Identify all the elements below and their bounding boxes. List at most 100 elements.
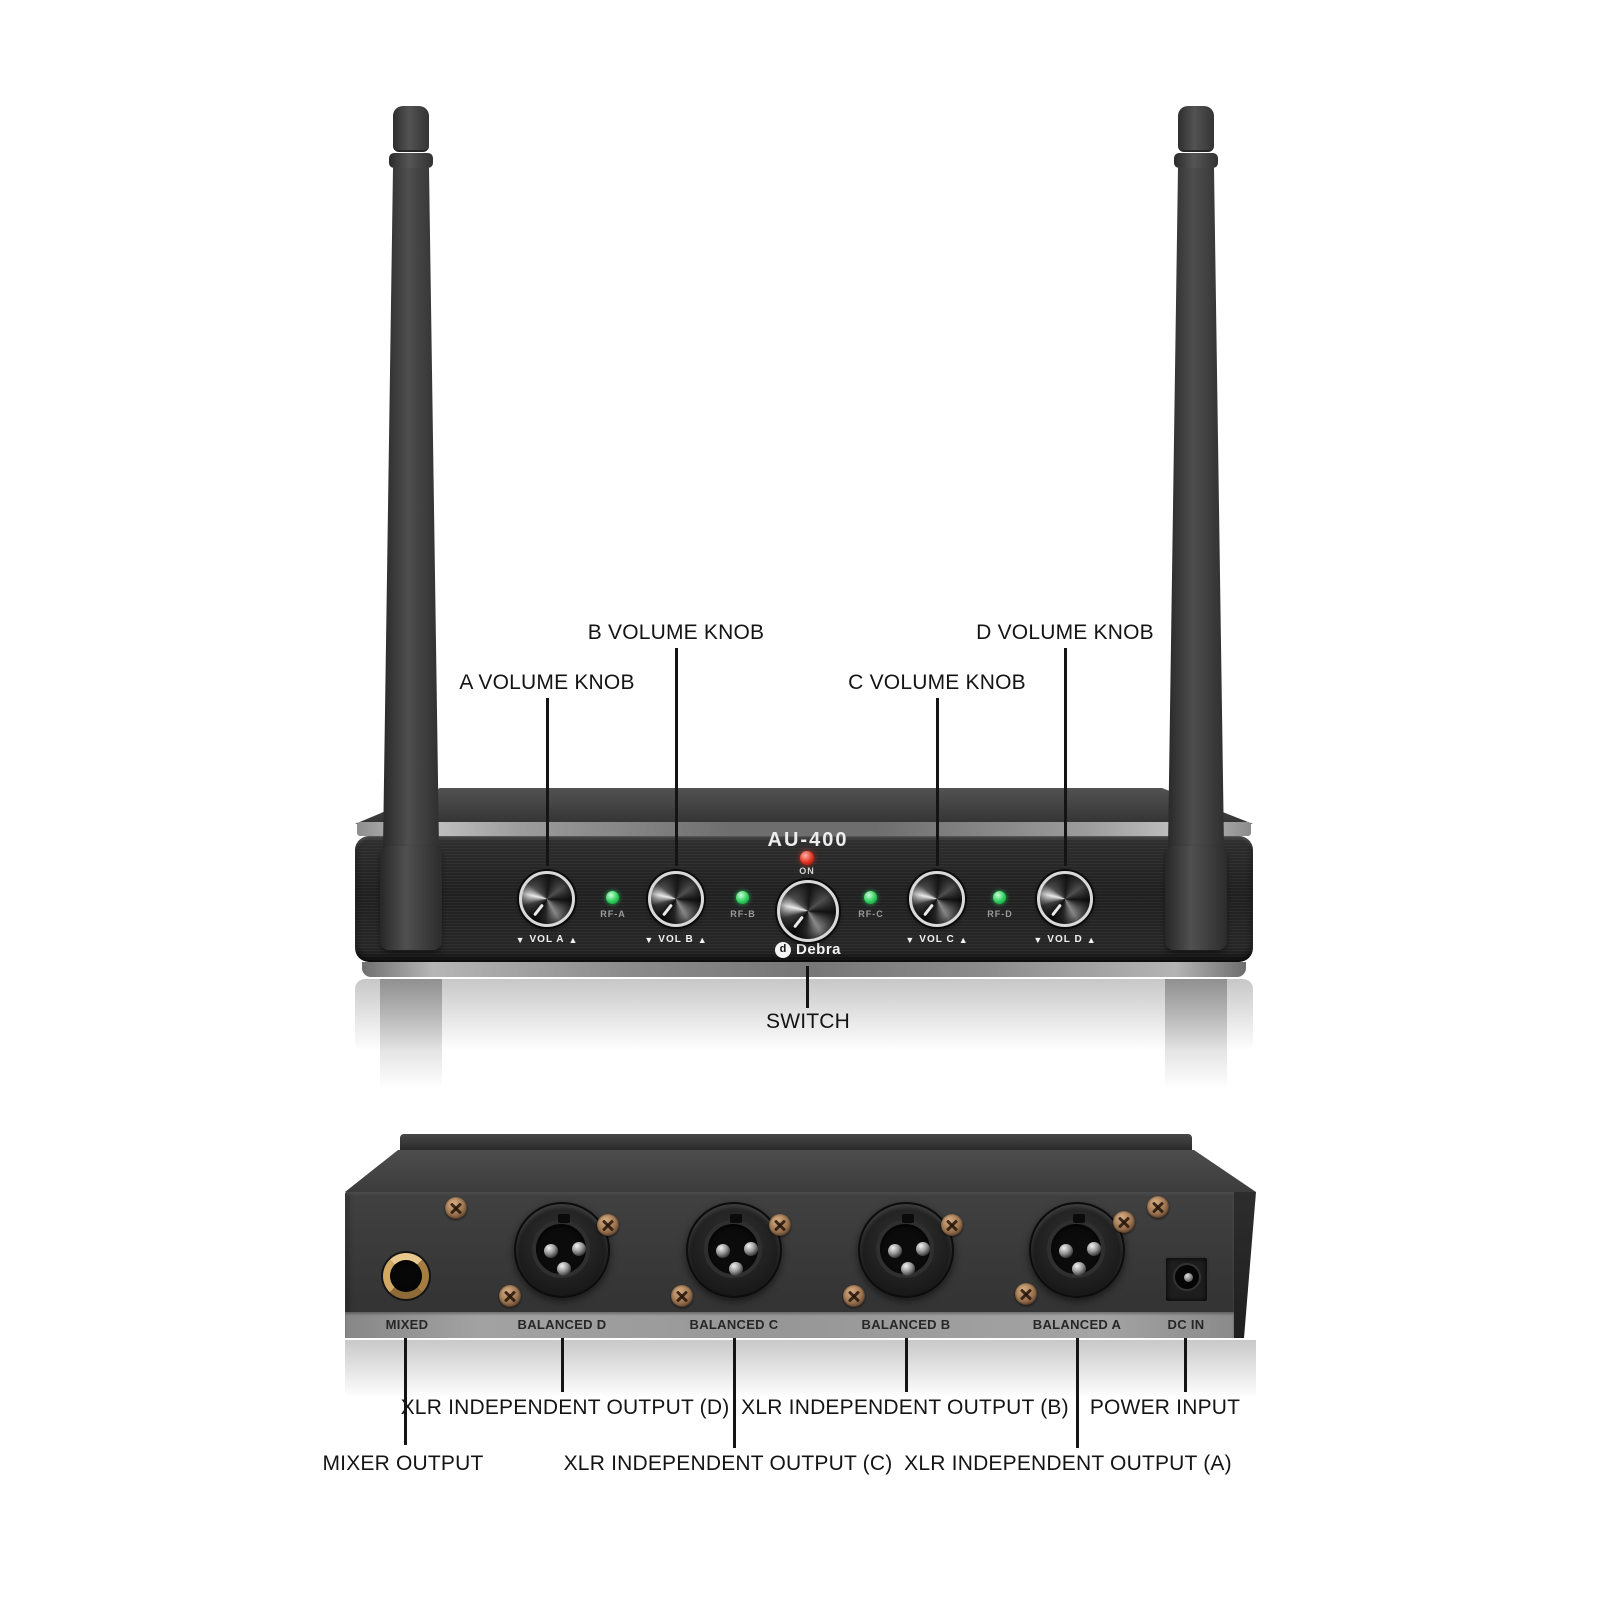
screw — [499, 1285, 521, 1307]
screw — [1147, 1196, 1169, 1218]
up-triangle-icon: ▲ — [958, 934, 969, 945]
callout-xlr-output-a: XLR INDEPENDENT OUTPUT (A) — [904, 1452, 1232, 1475]
antenna-left-reflection — [380, 979, 442, 1089]
power-on-label: ON — [799, 866, 815, 876]
antenna-cap — [1178, 106, 1214, 152]
dc-jack-hole — [1173, 1263, 1201, 1291]
receiver-bottom-edge — [362, 962, 1246, 977]
rear-top-edge — [400, 1134, 1192, 1152]
vol-a-text: VOL A — [529, 934, 565, 945]
xlr-notch — [730, 1214, 742, 1223]
callout-line-a — [546, 698, 549, 866]
brand-logo-icon: d — [774, 941, 791, 958]
knob-pointer — [923, 903, 934, 917]
xlr-pin — [1087, 1242, 1101, 1256]
xlr-pin — [1072, 1262, 1086, 1276]
vol-d-marking: ▼ VOL D ▲ — [1033, 934, 1096, 945]
rear-top-face — [345, 1150, 1256, 1192]
vol-c-marking: ▼ VOL C ▲ — [905, 934, 968, 945]
up-triangle-icon: ▲ — [697, 934, 708, 945]
mixed-output-jack — [383, 1253, 429, 1299]
screw — [1015, 1283, 1037, 1305]
brand-logo: d Debra — [774, 941, 842, 958]
callout-line-xlr-a — [1076, 1338, 1079, 1448]
balanced-a-label: BALANCED A — [1032, 1317, 1122, 1332]
volume-knob-d — [1037, 871, 1093, 927]
vol-d-text: VOL D — [1047, 934, 1083, 945]
xlr-notch — [902, 1214, 914, 1223]
callout-xlr-output-d: XLR INDEPENDENT OUTPUT (D) — [400, 1396, 730, 1419]
callout-line-b — [675, 648, 678, 866]
volume-knob-c — [909, 871, 965, 927]
knob-pointer — [792, 916, 804, 929]
callout-mixer-output: MIXER OUTPUT — [322, 1452, 484, 1475]
rf-b-led — [736, 891, 749, 904]
xlr-pin — [544, 1244, 558, 1258]
brand-logo-text: Debra — [795, 941, 842, 958]
up-triangle-icon: ▲ — [1086, 934, 1097, 945]
antenna-cap — [393, 106, 429, 152]
callout-xlr-output-c: XLR INDEPENDENT OUTPUT (C) — [563, 1452, 893, 1475]
rf-c-led — [864, 891, 877, 904]
callout-switch: SWITCH — [765, 1010, 851, 1033]
xlr-notch — [558, 1214, 570, 1223]
xlr-pin — [916, 1242, 930, 1256]
screw — [769, 1214, 791, 1236]
rf-c-label: RF-C — [858, 909, 884, 919]
front-reflection — [355, 979, 1253, 1051]
antenna-right-reflection — [1165, 979, 1227, 1089]
vol-b-text: VOL B — [658, 934, 694, 945]
screw — [941, 1214, 963, 1236]
rf-b-label: RF-B — [730, 909, 756, 919]
screw — [445, 1197, 467, 1219]
antenna-base — [1165, 846, 1227, 950]
xlr-balanced-d — [514, 1202, 610, 1298]
xlr-pin — [572, 1242, 586, 1256]
dc-in-label: DC IN — [1167, 1317, 1205, 1332]
xlr-pin — [716, 1244, 730, 1258]
xlr-balanced-a — [1029, 1202, 1125, 1298]
model-label: AU-400 — [767, 829, 849, 851]
volume-knob-b — [648, 871, 704, 927]
xlr-notch — [1073, 1214, 1085, 1223]
screw — [1113, 1211, 1135, 1233]
antenna-right — [1165, 106, 1227, 950]
xlr-balanced-b — [858, 1202, 954, 1298]
rf-a-led — [606, 891, 619, 904]
rear-label-strip — [345, 1312, 1234, 1338]
receiver-top-edge — [357, 822, 1251, 836]
screw — [671, 1285, 693, 1307]
antenna-base — [380, 846, 442, 950]
callout-a-volume-knob: A VOLUME KNOB — [459, 671, 635, 694]
down-triangle-icon: ▼ — [1033, 934, 1044, 945]
knob-pointer — [1051, 903, 1062, 917]
knob-pointer — [533, 903, 544, 917]
xlr-pin — [888, 1244, 902, 1258]
vol-b-marking: ▼ VOL B ▲ — [644, 934, 707, 945]
callout-power-input: POWER INPUT — [1089, 1396, 1241, 1419]
rf-d-led — [993, 891, 1006, 904]
receiver-top-face — [355, 788, 1253, 824]
power-switch-knob — [777, 880, 839, 942]
callout-line-switch — [806, 966, 809, 1008]
callout-line-d — [1064, 648, 1067, 866]
callout-line-xlr-c — [733, 1338, 736, 1448]
xlr-pin — [557, 1262, 571, 1276]
power-on-led — [800, 851, 814, 865]
balanced-d-label: BALANCED D — [517, 1317, 607, 1332]
down-triangle-icon: ▼ — [905, 934, 916, 945]
screw — [843, 1285, 865, 1307]
xlr-pin — [744, 1242, 758, 1256]
xlr-socket — [1047, 1220, 1105, 1278]
dc-power-jack — [1164, 1256, 1209, 1303]
antenna-collar — [1174, 153, 1218, 168]
callout-c-volume-knob: C VOLUME KNOB — [848, 671, 1026, 694]
vol-c-text: VOL C — [919, 934, 955, 945]
callout-line-c — [936, 698, 939, 866]
dc-jack-pin — [1184, 1273, 1193, 1282]
antenna-left — [380, 106, 442, 950]
rf-d-label: RF-D — [987, 909, 1013, 919]
down-triangle-icon: ▼ — [515, 934, 526, 945]
volume-knob-a — [519, 871, 575, 927]
xlr-pin — [1059, 1244, 1073, 1258]
